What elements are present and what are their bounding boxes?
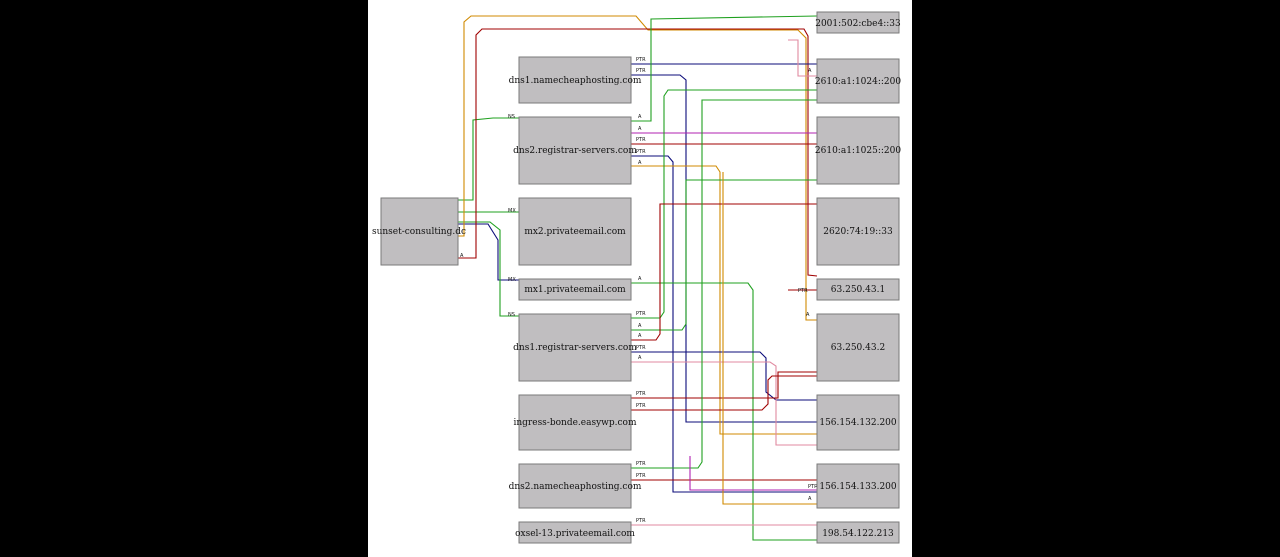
edge-label: A [806, 312, 810, 318]
node-label: 2620:74:19::33 [823, 227, 893, 237]
node-label: mx1.privateemail.com [524, 285, 626, 295]
node-label: 2001:502:cbe4::33 [815, 19, 901, 29]
node-ip-156-154-132-200: 156.154.132.200 [816, 394, 900, 451]
node-ip-198-54-122-213: 198.54.122.213 [816, 521, 900, 544]
edge-mx-2 [458, 223, 519, 281]
edge-label: A [638, 276, 642, 282]
edge-a-15 [631, 179, 817, 331]
node-label: 2610:a1:1024::200 [815, 77, 901, 87]
node-oxsel-13-privateemail: oxsel-13.privateemail.com [515, 521, 635, 544]
node-label: dns2.registrar-servers.com [513, 146, 637, 156]
edge-label: NS [508, 312, 515, 318]
edge-a-4 [458, 15, 817, 321]
node-label: ingress-bonde.easywp.com [514, 418, 637, 428]
node-label: sunset-consulting.dc [372, 227, 466, 237]
edge-label: PTR [798, 288, 808, 294]
node-label: 156.154.132.200 [819, 418, 897, 428]
edge-label: A [638, 333, 642, 339]
edge-label: PTR [636, 473, 646, 479]
node-dns2-namecheaphosting: dns2.namecheaphosting.com [509, 463, 642, 509]
edge-label: NS [508, 114, 515, 120]
edge-label: PTR [636, 137, 646, 143]
node-ip-63-250-43-2: 63.250.43.2 [816, 313, 900, 382]
edge-label: PTR [636, 57, 646, 63]
node-ingress-bonde-easywp: ingress-bonde.easywp.com [514, 394, 637, 451]
node-label: oxsel-13.privateemail.com [515, 529, 635, 539]
edge-a-12 [631, 165, 817, 435]
node-sunset-consulting: sunset-consulting.dc [372, 197, 466, 266]
node-mx2-privateemail: mx2.privateemail.com [518, 197, 632, 266]
edge-label: MX [508, 277, 516, 283]
edge-label: A [638, 323, 642, 329]
edge-label: PTR [636, 68, 646, 74]
edge-a-24 [722, 172, 817, 505]
edge-ptr-27 [689, 456, 817, 491]
node-label: 63.250.43.1 [831, 285, 885, 295]
node-ip-2610-a1-1025-200: 2610:a1:1025::200 [815, 116, 901, 185]
edge-label: A [638, 160, 642, 166]
node-ip-156-154-133-200: 156.154.133.200 [816, 463, 900, 509]
edge-label: PTR [636, 391, 646, 397]
edge-label: PTR [636, 518, 646, 524]
edge-label: PTR [636, 149, 646, 155]
edge-ptr-17 [631, 351, 817, 401]
edge-a-13 [631, 282, 817, 541]
node-dns1-namecheaphosting: dns1.namecheaphosting.com [509, 56, 642, 104]
edge-ptr-11 [631, 155, 817, 493]
edge-label: A [808, 496, 812, 502]
edge-ptr-20 [631, 375, 817, 411]
node-label: 198.54.122.213 [822, 529, 894, 539]
edge-a-18 [631, 361, 817, 446]
edge-a-16 [631, 203, 817, 341]
edge-label: PTR [808, 484, 818, 490]
edge-label: PTR [636, 345, 646, 351]
edge-ptr-19 [631, 371, 817, 399]
node-label: 156.154.133.200 [819, 482, 897, 492]
edge-ns-0 [458, 117, 519, 201]
node-label: 63.250.43.2 [831, 343, 885, 353]
edge-label: A [638, 355, 642, 361]
edge-label: PTR [636, 461, 646, 467]
edge-label: MX [508, 208, 516, 214]
node-dns1-registrar-servers: dns1.registrar-servers.com [513, 313, 637, 382]
edge-label: PTR [636, 403, 646, 409]
edge-a-5 [458, 28, 818, 277]
edge-label: A [638, 114, 642, 120]
node-label: mx2.privateemail.com [524, 227, 626, 237]
edge-ptr-7 [631, 74, 817, 423]
edge-label: A [638, 126, 642, 132]
edge-a-26 [788, 39, 817, 77]
edge-ns-3 [458, 221, 519, 317]
node-dns2-registrar-servers: dns2.registrar-servers.com [513, 116, 637, 185]
edge-label: PTR [636, 311, 646, 317]
node-ip-63-250-43-1: 63.250.43.1 [816, 278, 900, 301]
node-ip-2610-a1-1024-200: 2610:a1:1024::200 [815, 58, 901, 104]
edge-a-8 [631, 15, 818, 122]
node-ip-2001-502-cbe4-33: 2001:502:cbe4::33 [815, 11, 901, 34]
edge-ptr-21 [631, 99, 817, 469]
nodes: sunset-consulting.dc dns1.namecheaphosti… [372, 11, 901, 544]
node-label: dns1.registrar-servers.com [513, 343, 637, 353]
edge-label: A [808, 68, 812, 74]
edge-label: A [460, 253, 464, 259]
node-mx1-privateemail: mx1.privateemail.com [518, 278, 632, 301]
node-label: 2610:a1:1025::200 [815, 146, 901, 156]
node-label: dns2.namecheaphosting.com [509, 482, 642, 492]
node-ip-2620-74-19-33: 2620:74:19::33 [816, 197, 900, 266]
node-label: dns1.namecheaphosting.com [509, 76, 642, 86]
